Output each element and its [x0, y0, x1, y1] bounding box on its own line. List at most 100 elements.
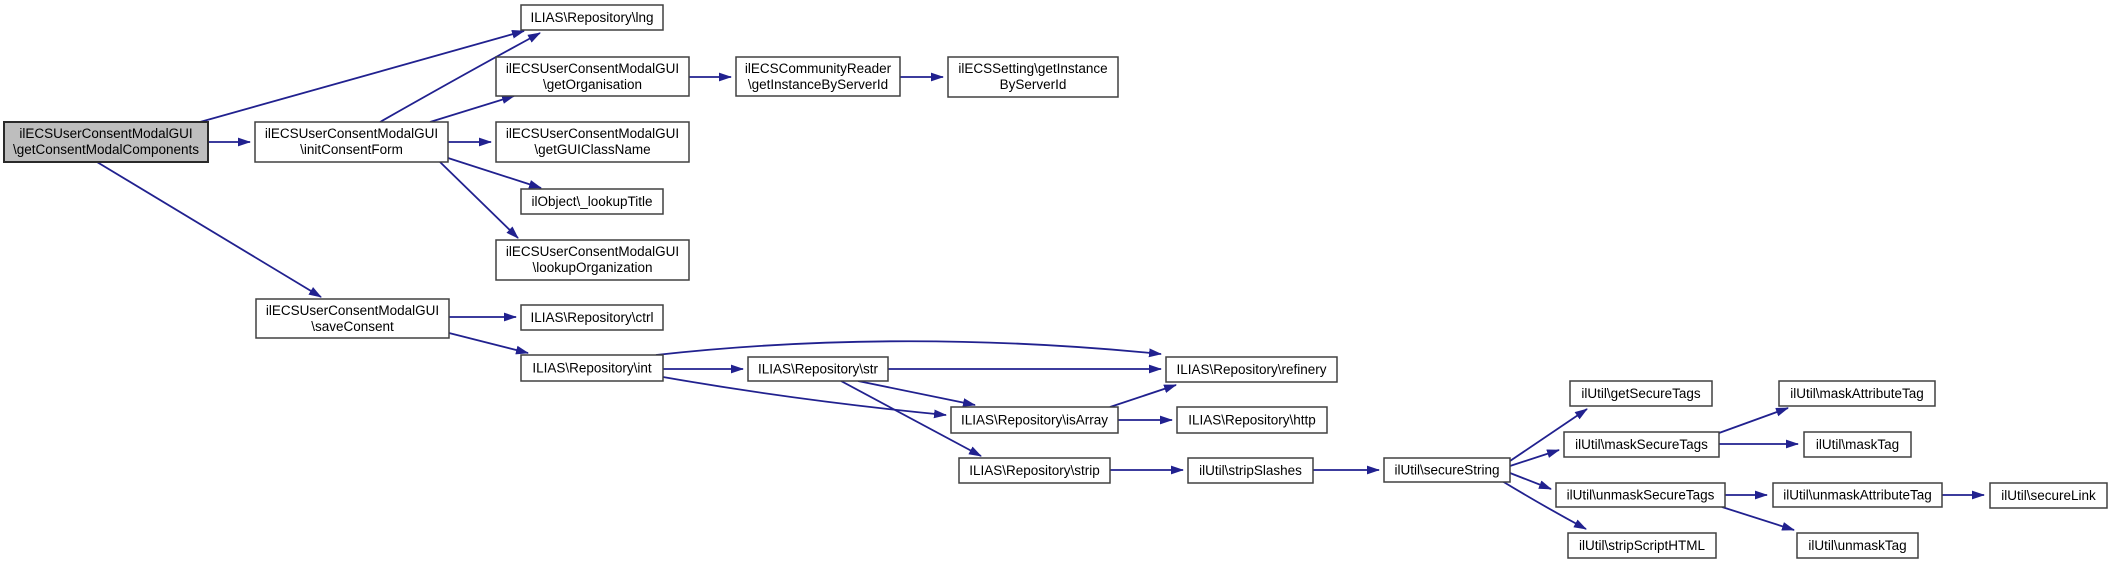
node-secure-link[interactable]: ilUtil\secureLink	[1989, 482, 2108, 509]
node-label-init-consent-form-line2: \initConsentForm	[300, 142, 403, 157]
node-label-ecs-setting-get-instance-line1: ilECSSetting\getInstance	[958, 61, 1107, 76]
node-box-unmask-attribute-tag[interactable]	[1772, 482, 1943, 508]
node-mask-tag[interactable]: ilUtil\maskTag	[1803, 431, 1912, 458]
edge-init-consent-form-to-repository-lng	[379, 32, 541, 123]
edge-secure-string-to-strip-script-html	[1501, 480, 1587, 530]
node-unmask-tag[interactable]: ilUtil\unmaskTag	[1796, 532, 1919, 559]
node-repository-is-array[interactable]: ILIAS\Repository\isArray	[950, 406, 1119, 434]
node-label-get-gui-class-name-line2: \getGUIClassName	[534, 142, 650, 157]
edge-secure-string-to-get-secure-tags	[1509, 408, 1588, 462]
node-get-gui-class-name[interactable]: ilECSUserConsentModalGUI\getGUIClassName	[495, 121, 690, 163]
node-mask-attribute-tag[interactable]: ilUtil\maskAttributeTag	[1778, 380, 1936, 407]
node-label-repository-is-array-line1: ILIAS\Repository\isArray	[961, 413, 1108, 428]
node-label-lookup-organization-line2: \lookupOrganization	[532, 260, 652, 275]
edge-repository-int-to-repository-refinery	[655, 340, 1162, 358]
node-box-get-gui-class-name[interactable]	[495, 121, 690, 163]
node-label-mask-secure-tags-line1: ilUtil\maskSecureTags	[1575, 437, 1708, 452]
node-label-secure-string-line1: ilUtil\secureString	[1394, 463, 1499, 478]
node-label-strip-script-html-line1: ilUtil\stripScriptHTML	[1579, 538, 1706, 553]
node-label-get-organisation-line1: ilECSUserConsentModalGUI	[506, 61, 679, 76]
node-lookup-title[interactable]: ilObject\_lookupTitle	[520, 188, 664, 215]
node-box-get-secure-tags[interactable]	[1569, 380, 1713, 407]
edge-get-consent-modal-components-to-repository-lng	[199, 30, 525, 123]
node-strip-script-html[interactable]: ilUtil\stripScriptHTML	[1567, 532, 1717, 559]
node-box-lookup-title[interactable]	[520, 188, 664, 215]
node-label-unmask-attribute-tag-line1: ilUtil\unmaskAttributeTag	[1783, 488, 1932, 503]
node-box-repository-strip[interactable]	[958, 457, 1111, 484]
node-repository-http[interactable]: ILIAS\Repository\http	[1176, 406, 1328, 434]
node-label-lookup-title-line1: ilObject\_lookupTitle	[531, 194, 652, 209]
node-box-strip-slashes[interactable]	[1187, 457, 1314, 484]
node-box-repository-is-array[interactable]	[950, 406, 1119, 434]
node-box-mask-attribute-tag[interactable]	[1778, 380, 1936, 407]
node-label-repository-refinery-line1: ILIAS\Repository\refinery	[1176, 362, 1326, 377]
node-label-repository-strip-line1: ILIAS\Repository\strip	[969, 463, 1100, 478]
edge-get-consent-modal-components-to-save-consent	[96, 161, 322, 298]
node-box-repository-refinery[interactable]	[1165, 356, 1338, 383]
node-label-mask-tag-line1: ilUtil\maskTag	[1816, 437, 1899, 452]
node-get-organisation[interactable]: ilECSUserConsentModalGUI\getOrganisation	[495, 56, 690, 97]
node-label-repository-http-line1: ILIAS\Repository\http	[1188, 413, 1316, 428]
node-label-init-consent-form-line1: ilECSUserConsentModalGUI	[265, 126, 438, 141]
node-label-ecs-setting-get-instance-line2: ByServerId	[1000, 77, 1067, 92]
node-box-get-consent-modal-components[interactable]	[3, 121, 209, 163]
node-box-secure-string[interactable]	[1383, 457, 1511, 483]
node-ecs-setting-get-instance[interactable]: ilECSSetting\getInstanceByServerId	[947, 56, 1119, 98]
edge-repository-is-array-to-repository-refinery	[1109, 384, 1177, 408]
node-repository-int[interactable]: ILIAS\Repository\int	[520, 354, 664, 382]
node-box-repository-lng[interactable]	[520, 4, 664, 31]
node-box-get-instance-by-server-id[interactable]	[735, 56, 901, 97]
node-box-repository-str[interactable]	[747, 356, 889, 382]
node-box-save-consent[interactable]	[255, 298, 450, 339]
node-init-consent-form[interactable]: ilECSUserConsentModalGUI\initConsentForm	[254, 121, 449, 163]
node-unmask-attribute-tag[interactable]: ilUtil\unmaskAttributeTag	[1772, 482, 1943, 508]
node-label-strip-slashes-line1: ilUtil\stripSlashes	[1199, 463, 1302, 478]
edge-save-consent-to-repository-int	[448, 332, 529, 355]
node-box-unmask-secure-tags[interactable]	[1555, 482, 1726, 508]
node-box-strip-script-html[interactable]	[1567, 532, 1717, 559]
edge-mask-secure-tags-to-mask-attribute-tag	[1718, 407, 1789, 434]
node-get-consent-modal-components[interactable]: ilECSUserConsentModalGUI\getConsentModal…	[3, 121, 209, 163]
node-label-save-consent-line2: \saveConsent	[311, 319, 394, 334]
edge-init-consent-form-to-lookup-organization	[439, 161, 519, 239]
node-label-repository-ctrl-line1: ILIAS\Repository\ctrl	[530, 310, 653, 325]
node-repository-str[interactable]: ILIAS\Repository\str	[747, 356, 889, 382]
node-repository-strip[interactable]: ILIAS\Repository\strip	[958, 457, 1111, 484]
node-box-repository-http[interactable]	[1176, 406, 1328, 434]
node-strip-slashes[interactable]: ilUtil\stripSlashes	[1187, 457, 1314, 484]
node-repository-refinery[interactable]: ILIAS\Repository\refinery	[1165, 356, 1338, 383]
node-secure-string[interactable]: ilUtil\secureString	[1383, 457, 1511, 483]
node-box-mask-tag[interactable]	[1803, 431, 1912, 458]
edge-secure-string-to-mask-secure-tags	[1509, 449, 1560, 467]
node-unmask-secure-tags[interactable]: ilUtil\unmaskSecureTags	[1555, 482, 1726, 508]
node-label-unmask-tag-line1: ilUtil\unmaskTag	[1808, 538, 1906, 553]
node-box-get-organisation[interactable]	[495, 56, 690, 97]
node-box-repository-ctrl[interactable]	[520, 304, 664, 331]
node-label-get-instance-by-server-id-line1: ilECSCommunityReader	[745, 61, 892, 76]
node-mask-secure-tags[interactable]: ilUtil\maskSecureTags	[1563, 431, 1720, 458]
node-label-repository-int-line1: ILIAS\Repository\int	[532, 361, 652, 376]
node-repository-ctrl[interactable]: ILIAS\Repository\ctrl	[520, 304, 664, 331]
node-box-secure-link[interactable]	[1989, 482, 2108, 509]
edge-repository-str-to-repository-strip	[840, 380, 982, 457]
node-box-ecs-setting-get-instance[interactable]	[947, 56, 1119, 98]
node-box-init-consent-form[interactable]	[254, 121, 449, 163]
edge-unmask-secure-tags-to-unmask-tag	[1721, 506, 1795, 531]
node-box-lookup-organization[interactable]	[495, 239, 690, 281]
node-label-repository-lng-line1: ILIAS\Repository\lng	[530, 10, 653, 25]
node-save-consent[interactable]: ilECSUserConsentModalGUI\saveConsent	[255, 298, 450, 339]
node-label-get-consent-modal-components-line1: ilECSUserConsentModalGUI	[19, 126, 192, 141]
node-get-instance-by-server-id[interactable]: ilECSCommunityReader\getInstanceByServer…	[735, 56, 901, 97]
edge-secure-string-to-unmask-secure-tags	[1509, 472, 1552, 490]
edge-repository-str-to-repository-is-array	[857, 380, 976, 407]
node-box-repository-int[interactable]	[520, 354, 664, 382]
node-label-secure-link-line1: ilUtil\secureLink	[2001, 488, 2096, 503]
node-label-unmask-secure-tags-line1: ilUtil\unmaskSecureTags	[1567, 488, 1715, 503]
node-lookup-organization[interactable]: ilECSUserConsentModalGUI\lookupOrganizat…	[495, 239, 690, 281]
node-box-unmask-tag[interactable]	[1796, 532, 1919, 559]
node-repository-lng[interactable]: ILIAS\Repository\lng	[520, 4, 664, 31]
edge-repository-int-to-repository-is-array	[662, 376, 947, 419]
node-get-secure-tags[interactable]: ilUtil\getSecureTags	[1569, 380, 1713, 407]
node-box-mask-secure-tags[interactable]	[1563, 431, 1720, 458]
